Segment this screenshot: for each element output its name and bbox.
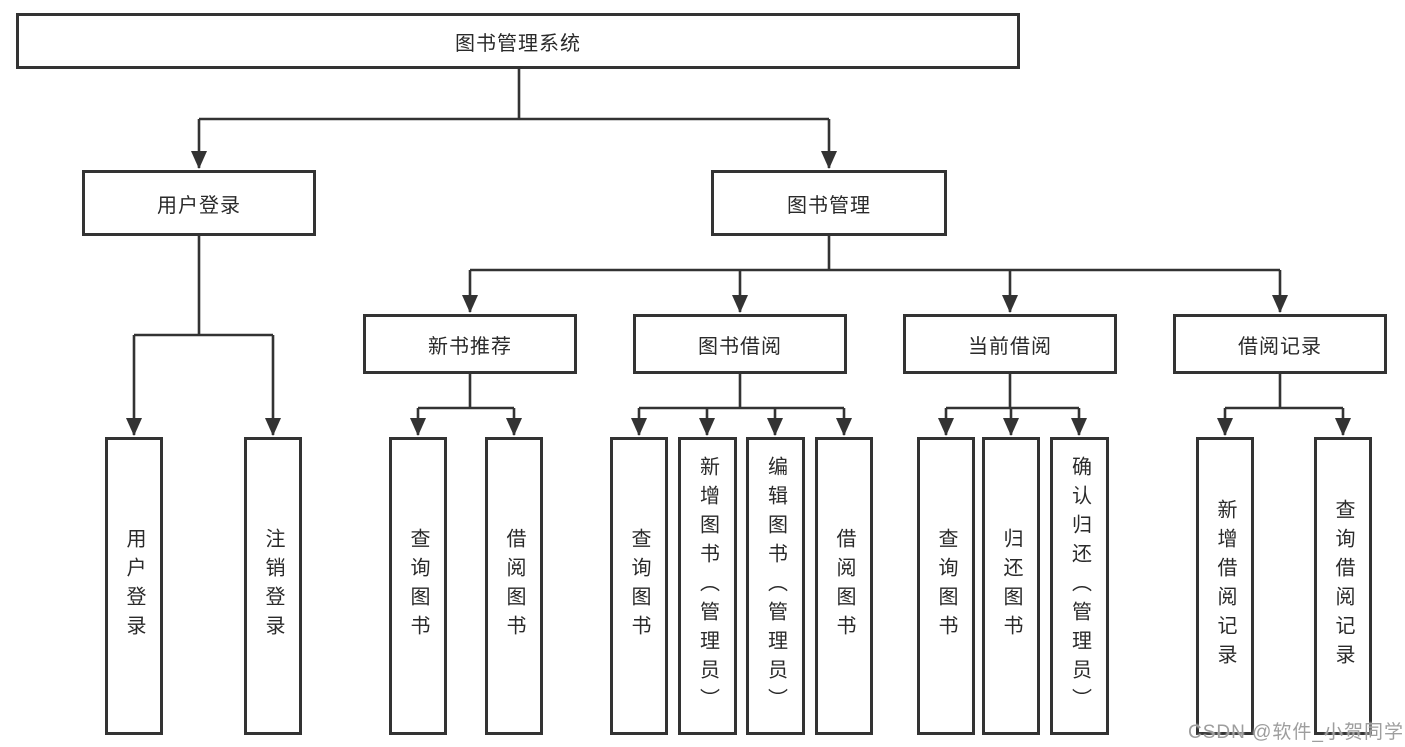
leaf-borrow-add-book-admin: 新增图书（管理员） [678, 437, 737, 735]
leaf-borrow-edit-book-admin: 编辑图书（管理员） [746, 437, 805, 735]
node-book-borrow: 图书借阅 [633, 314, 847, 374]
node-current-borrow: 当前借阅 [903, 314, 1117, 374]
leaf-borrow-borrow-book: 借阅图书 [815, 437, 873, 735]
node-borrow-records: 借阅记录 [1173, 314, 1387, 374]
watermark: CSDN @软件_小贺同学 [1188, 722, 1404, 743]
leaf-user-login: 用户登录 [105, 437, 163, 735]
leaf-logout: 注销登录 [244, 437, 302, 735]
leaf-recommend-borrow-book: 借阅图书 [485, 437, 543, 735]
leaf-borrow-query-book: 查询图书 [610, 437, 668, 735]
leaf-records-add-record: 新增借阅记录 [1196, 437, 1254, 735]
node-book-management: 图书管理 [711, 170, 947, 236]
leaf-recommend-query-book: 查询图书 [389, 437, 447, 735]
leaf-current-confirm-return-admin: 确认归还（管理员） [1050, 437, 1109, 735]
leaf-current-query-book: 查询图书 [917, 437, 975, 735]
leaf-records-query-record: 查询借阅记录 [1314, 437, 1372, 735]
node-user-login: 用户登录 [82, 170, 316, 236]
node-new-book-recommend: 新书推荐 [363, 314, 577, 374]
node-root: 图书管理系统 [16, 13, 1020, 69]
leaf-current-return-book: 归还图书 [982, 437, 1040, 735]
